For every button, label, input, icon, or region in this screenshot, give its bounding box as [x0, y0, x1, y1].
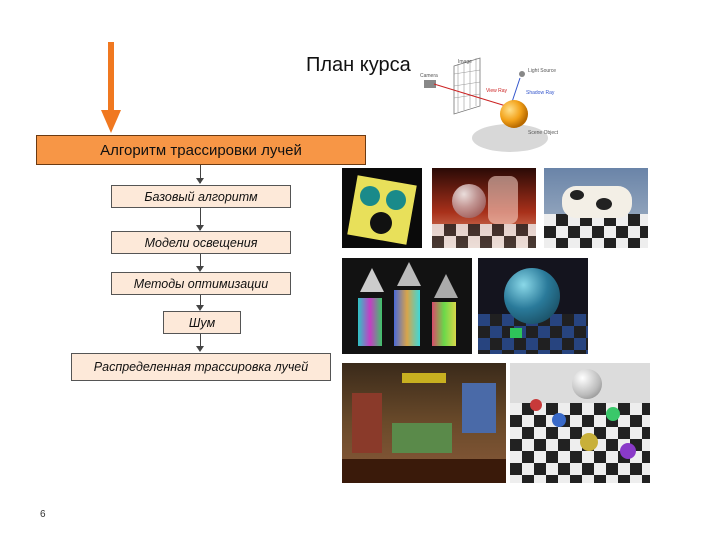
connector-arrow — [196, 266, 204, 272]
connector-arrow — [196, 346, 204, 352]
connector-arrow — [196, 305, 204, 311]
slide-title: План курса — [306, 54, 411, 76]
render-image-glass-objects — [432, 168, 536, 248]
render-image-interior-scene — [342, 363, 506, 483]
ray-tracing-diagram: Image Camera Light Source View Ray Shado… — [420, 57, 559, 152]
flowchart-step-lighting: Модели освещения — [111, 231, 291, 254]
render-image-pillars-pyramids — [342, 258, 472, 354]
connector-arrow — [196, 225, 204, 231]
connector-arrow — [196, 178, 204, 184]
render-image-cube-spheres — [342, 168, 422, 248]
render-image-spheres-checkerboard — [510, 363, 650, 483]
connector-line — [200, 208, 201, 230]
diagram-label-view-ray: View Ray — [486, 88, 508, 94]
diagram-label-scene-object: Scene Object — [528, 130, 559, 136]
flowchart-step-noise: Шум — [163, 311, 241, 334]
diagram-label-camera: Camera — [420, 73, 438, 79]
diagram-label-shadow-ray: Shadow Ray — [526, 90, 555, 96]
diagram-label-light-source: Light Source — [528, 68, 556, 74]
page-number: 6 — [40, 509, 46, 520]
render-image-blue-sphere — [478, 258, 588, 354]
connector-line — [200, 295, 201, 307]
flowchart-step-distributed: Распределенная трассировка лучей — [71, 353, 331, 381]
flowchart-step-basic: Базовый алгоритм — [111, 185, 291, 208]
connector-line — [200, 254, 201, 270]
connector-line — [200, 334, 201, 350]
orange-down-arrow — [101, 42, 121, 133]
flowchart-main-box: Алгоритм трассировки лучей — [36, 135, 366, 165]
flowchart-step-optimization: Методы оптимизации — [111, 272, 291, 295]
render-image-cows — [544, 168, 648, 248]
diagram-label-image: Image — [458, 59, 472, 65]
connector-line — [200, 165, 201, 183]
